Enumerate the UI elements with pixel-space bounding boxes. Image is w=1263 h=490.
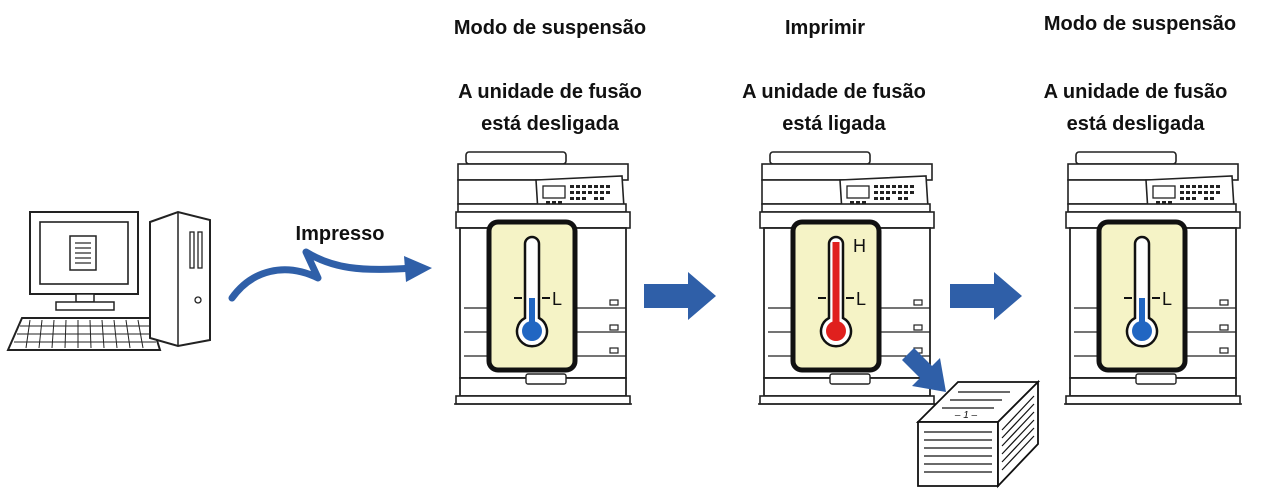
flow-arrow-icon-2 xyxy=(950,272,1022,320)
thermometer-cold-icon xyxy=(1096,219,1188,373)
print-job-arrow-icon xyxy=(228,248,432,302)
status-line2-1: está desligada xyxy=(481,113,619,135)
status-line2-2: está ligada xyxy=(782,113,886,135)
flow-arrow-icon-1 xyxy=(644,272,716,320)
paper-stack-icon xyxy=(915,379,1041,489)
status-line1-2: A unidade de fusão xyxy=(742,81,926,103)
paper-output-arrow-icon xyxy=(902,348,946,392)
thermo-mark-l-2: L xyxy=(856,289,866,309)
computer-icon xyxy=(6,210,211,351)
mode-label-3: Modo de suspensão xyxy=(1043,13,1237,35)
status-line1-1: A unidade de fusão xyxy=(458,81,642,103)
page-number-label: – 1 – xyxy=(954,410,978,421)
thermo-mark-l-1: L xyxy=(552,289,562,309)
status-line1-3: A unidade de fusão xyxy=(1043,81,1228,103)
mode-label-1: Modo de suspensão xyxy=(453,17,647,39)
thermometer-cold-icon xyxy=(486,219,578,373)
status-line2-3: está desligada xyxy=(1066,113,1205,135)
print-job-label: Impresso xyxy=(295,223,385,245)
mode-label-2: Imprimir xyxy=(784,17,866,39)
thermo-mark-l-3: L xyxy=(1162,289,1172,309)
thermo-mark-h-2: H xyxy=(853,236,866,256)
thermometer-hot-icon xyxy=(790,219,882,373)
